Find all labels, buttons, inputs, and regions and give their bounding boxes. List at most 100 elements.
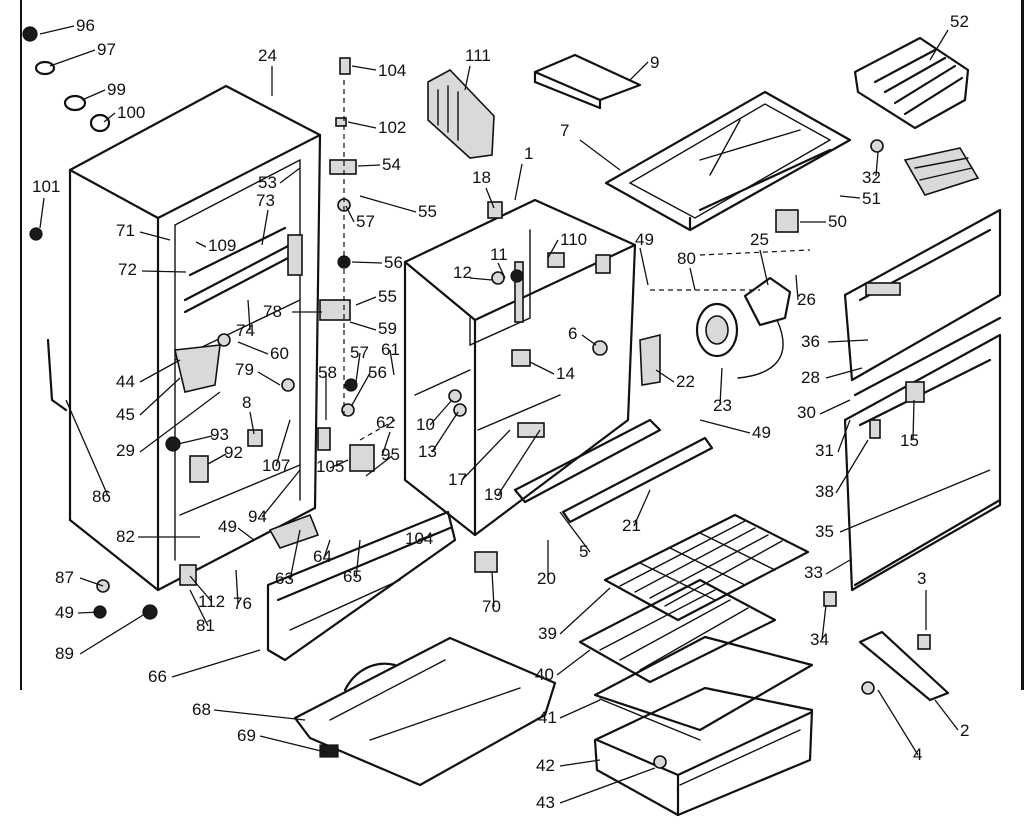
callout-94: 94 xyxy=(248,507,267,526)
leader-line xyxy=(689,267,696,291)
callout-64: 64 xyxy=(313,547,332,566)
callout-55: 55 xyxy=(418,202,437,221)
leader-line xyxy=(655,369,675,383)
callout-49: 49 xyxy=(218,517,237,536)
leader-line xyxy=(189,589,209,627)
callout-40: 40 xyxy=(535,665,554,684)
part-ice-tray xyxy=(903,147,980,196)
callout-63: 63 xyxy=(275,569,294,588)
callout-8: 8 xyxy=(242,393,251,412)
leader-line xyxy=(235,569,239,605)
callout-69: 69 xyxy=(237,726,256,745)
leader-line xyxy=(261,209,269,246)
leader-line xyxy=(559,759,601,767)
leader-line xyxy=(171,649,261,678)
leader-line xyxy=(365,455,393,477)
callout-2: 2 xyxy=(960,721,969,740)
callout-18: 18 xyxy=(472,168,491,187)
leader-line xyxy=(351,261,383,264)
leader-line xyxy=(81,89,106,101)
leader-line xyxy=(556,649,591,676)
leader-line xyxy=(139,391,221,453)
callout-34: 34 xyxy=(810,630,829,649)
callout-55: 55 xyxy=(378,287,397,306)
leader-line xyxy=(877,689,919,756)
part-crisper-drawer xyxy=(593,686,814,817)
leader-line xyxy=(249,411,255,435)
leader-line xyxy=(139,231,171,241)
callout-57: 57 xyxy=(350,343,369,362)
callout-76: 76 xyxy=(233,594,252,613)
callout-26: 26 xyxy=(797,290,816,309)
callout-110: 110 xyxy=(560,230,587,249)
callout-97: 97 xyxy=(97,40,116,59)
callout-10: 10 xyxy=(416,415,435,434)
callout-80: 80 xyxy=(677,249,696,268)
leader-line xyxy=(825,559,851,575)
part-vent-grille xyxy=(427,69,495,159)
leader-line xyxy=(103,112,116,123)
part-air-duct-cover xyxy=(853,36,970,130)
leader-line xyxy=(581,334,597,346)
callout-65: 65 xyxy=(343,567,362,586)
callout-52: 52 xyxy=(950,12,969,31)
callout-53: 53 xyxy=(258,173,277,192)
leader-line xyxy=(349,321,377,331)
leader-line xyxy=(389,349,395,376)
callout-71: 71 xyxy=(116,221,135,240)
leader-line xyxy=(417,531,441,541)
callout-72: 72 xyxy=(118,260,137,279)
callout-3: 3 xyxy=(917,569,926,588)
leader-line xyxy=(207,453,227,465)
callout-73: 73 xyxy=(256,191,275,210)
callout-41: 41 xyxy=(538,708,557,727)
leader-line xyxy=(559,511,591,553)
leader-line xyxy=(177,435,213,445)
leader-line xyxy=(247,299,251,331)
leader-line xyxy=(329,459,349,469)
leader-line xyxy=(77,611,101,614)
leader-line xyxy=(835,439,869,494)
callout-74: 74 xyxy=(236,321,255,340)
part-wire-shelf-upper xyxy=(603,513,810,622)
callout-89: 89 xyxy=(55,644,74,663)
leader-line xyxy=(275,419,291,467)
leader-line xyxy=(469,277,493,281)
leader-line xyxy=(139,377,181,416)
callout-59: 59 xyxy=(378,319,397,338)
callout-22: 22 xyxy=(676,372,695,391)
leader-line xyxy=(49,49,96,67)
callout-39: 39 xyxy=(538,624,557,643)
leader-line xyxy=(839,195,861,199)
leader-line xyxy=(837,419,851,453)
callout-56: 56 xyxy=(368,363,387,382)
leader-line xyxy=(699,419,751,434)
callout-100: 100 xyxy=(117,103,145,122)
callout-19: 19 xyxy=(484,485,503,504)
callout-61: 61 xyxy=(381,340,400,359)
callout-17: 17 xyxy=(448,470,467,489)
part-liner-compartment xyxy=(403,198,637,537)
assembly-dashed-lines xyxy=(343,80,811,441)
callout-58: 58 xyxy=(318,363,337,382)
callout-35: 35 xyxy=(815,522,834,541)
callout-96: 96 xyxy=(76,16,95,35)
right-border-line xyxy=(1021,0,1024,690)
leader-line xyxy=(461,429,511,481)
leader-line xyxy=(491,571,495,608)
part-crisper-rails xyxy=(513,418,714,524)
leader-line xyxy=(347,121,377,129)
callout-11: 11 xyxy=(490,245,508,264)
leader-line xyxy=(39,197,45,229)
part-wire-shelf-lower xyxy=(578,578,777,684)
callout-1: 1 xyxy=(524,144,533,163)
leader-line xyxy=(547,239,559,259)
part-toe-grille xyxy=(266,510,457,662)
leader-line xyxy=(875,151,879,177)
leader-line xyxy=(261,469,301,518)
callout-70: 70 xyxy=(482,597,501,616)
part-cover-panel xyxy=(533,53,642,110)
callout-32: 32 xyxy=(862,168,881,187)
callout-50: 50 xyxy=(828,212,847,231)
